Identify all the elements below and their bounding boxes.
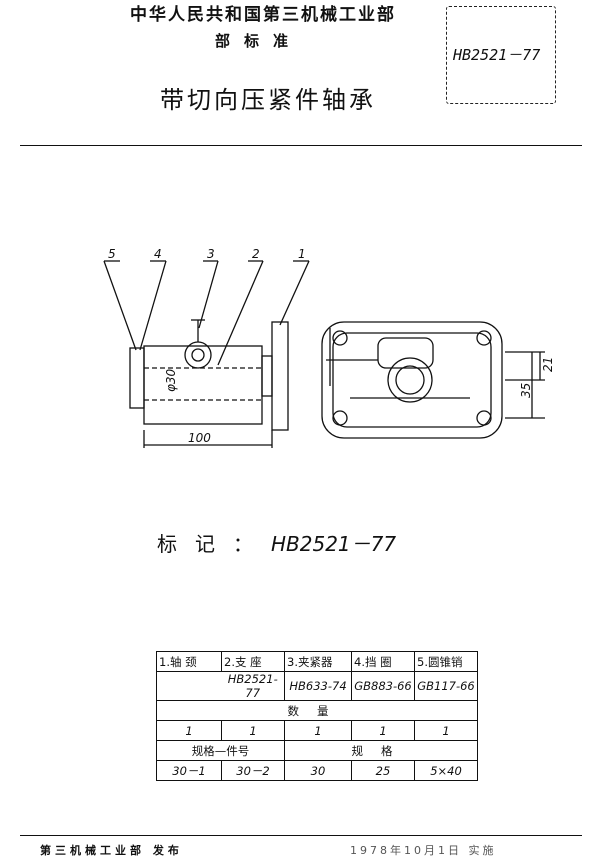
spec-cell: 30 xyxy=(284,760,352,781)
parts-spec-table: 1.轴 颈 2.支 座 3.夹紧器 4.挡 圈 5.圆锥销 HB2521-77 … xyxy=(156,651,478,781)
part-ref-cell: GB117-66 xyxy=(414,671,478,701)
part-ref-cell: HB633-74 xyxy=(284,671,352,701)
callout-1: 1 xyxy=(298,247,306,261)
retaining-ring-view xyxy=(129,347,145,409)
spec-header-left: 规格—件号 xyxy=(156,740,285,761)
journal-neck xyxy=(261,355,273,397)
bearing-drawing: 5 4 3 2 1 100 φ30 21 35 xyxy=(103,247,555,448)
callout-2: 2 xyxy=(252,247,260,261)
table-row-part-refs: HB2521-77 HB633-74 GB883-66 GB117-66 xyxy=(156,671,478,701)
spec-cell: 25 xyxy=(351,760,415,781)
bearing-bore-outer xyxy=(387,357,433,403)
part-ref-cell xyxy=(156,671,222,701)
quantity-header: 数量 xyxy=(156,700,478,721)
footer-divider xyxy=(20,835,582,836)
leader-4 xyxy=(139,260,167,351)
dimension-35: 35 xyxy=(519,383,533,398)
part-name-cell: 1.轴 颈 xyxy=(156,651,222,672)
table-row-spec-header: 规格—件号 规格 xyxy=(156,740,478,761)
standard-type: 部标准 xyxy=(215,32,303,50)
part-name-cell: 5.圆锥销 xyxy=(414,651,478,672)
footer-issuer: 第三机械工业部 发布 xyxy=(40,844,183,857)
marking-label: 标记： xyxy=(157,532,271,556)
spec-cell: 30－2 xyxy=(221,760,285,781)
standard-number: HB2521－77 xyxy=(453,46,541,64)
quantity-cell: 1 xyxy=(221,720,285,741)
leader-3 xyxy=(198,260,219,329)
part-ref-cell: GB883-66 xyxy=(351,671,415,701)
mounting-hole-bottom-left xyxy=(332,410,348,426)
table-row-specs: 30－1 30－2 30 25 5×40 xyxy=(156,760,478,781)
footer-date: 1978年10月1日 实施 xyxy=(350,844,497,857)
mounting-hole-top-right xyxy=(476,330,492,346)
issuing-organization: 中华人民共和国第三机械工业部 xyxy=(130,5,396,25)
document-title: 带切向压紧件轴承 xyxy=(160,86,376,114)
quantity-cell: 1 xyxy=(351,720,415,741)
quantity-cell: 1 xyxy=(414,720,478,741)
part-name-cell: 2.支 座 xyxy=(221,651,285,672)
dimension-length: 100 xyxy=(188,431,211,445)
quantity-cell: 1 xyxy=(156,720,222,741)
part-name-cell: 3.夹紧器 xyxy=(284,651,352,672)
spec-header-right: 规格 xyxy=(284,740,478,761)
mounting-hole-bottom-right xyxy=(476,410,492,426)
callout-3: 3 xyxy=(207,247,215,261)
flange-plate-front xyxy=(321,321,503,439)
bearing-bore-inner xyxy=(395,365,425,395)
leader-5 xyxy=(103,260,137,351)
leader-1 xyxy=(279,260,310,326)
callout-4: 4 xyxy=(154,247,162,261)
flange-plate-side xyxy=(271,321,289,431)
standard-number-box xyxy=(446,6,556,104)
dimension-21: 21 xyxy=(541,357,555,372)
quantity-cell: 1 xyxy=(284,720,352,741)
marking-line: 标记：HB2521－77 xyxy=(157,528,396,557)
spec-cell: 5×40 xyxy=(414,760,478,781)
callout-5: 5 xyxy=(108,247,116,261)
part-ref-cell: HB2521-77 xyxy=(221,671,285,701)
mounting-hole-top-left xyxy=(332,330,348,346)
dimension-diameter: φ30 xyxy=(164,368,178,392)
header-divider xyxy=(20,145,582,146)
table-row-qty-header: 数量 xyxy=(156,700,478,721)
table-row-quantities: 1 1 1 1 1 xyxy=(156,720,478,741)
part-name-cell: 4.挡 圈 xyxy=(351,651,415,672)
spec-cell: 30－1 xyxy=(156,760,222,781)
leader-2 xyxy=(217,260,264,366)
clamp-inner-circle xyxy=(191,348,205,362)
table-row-part-names: 1.轴 颈 2.支 座 3.夹紧器 4.挡 圈 5.圆锥销 xyxy=(156,651,478,672)
marking-value: HB2521－77 xyxy=(271,532,397,556)
